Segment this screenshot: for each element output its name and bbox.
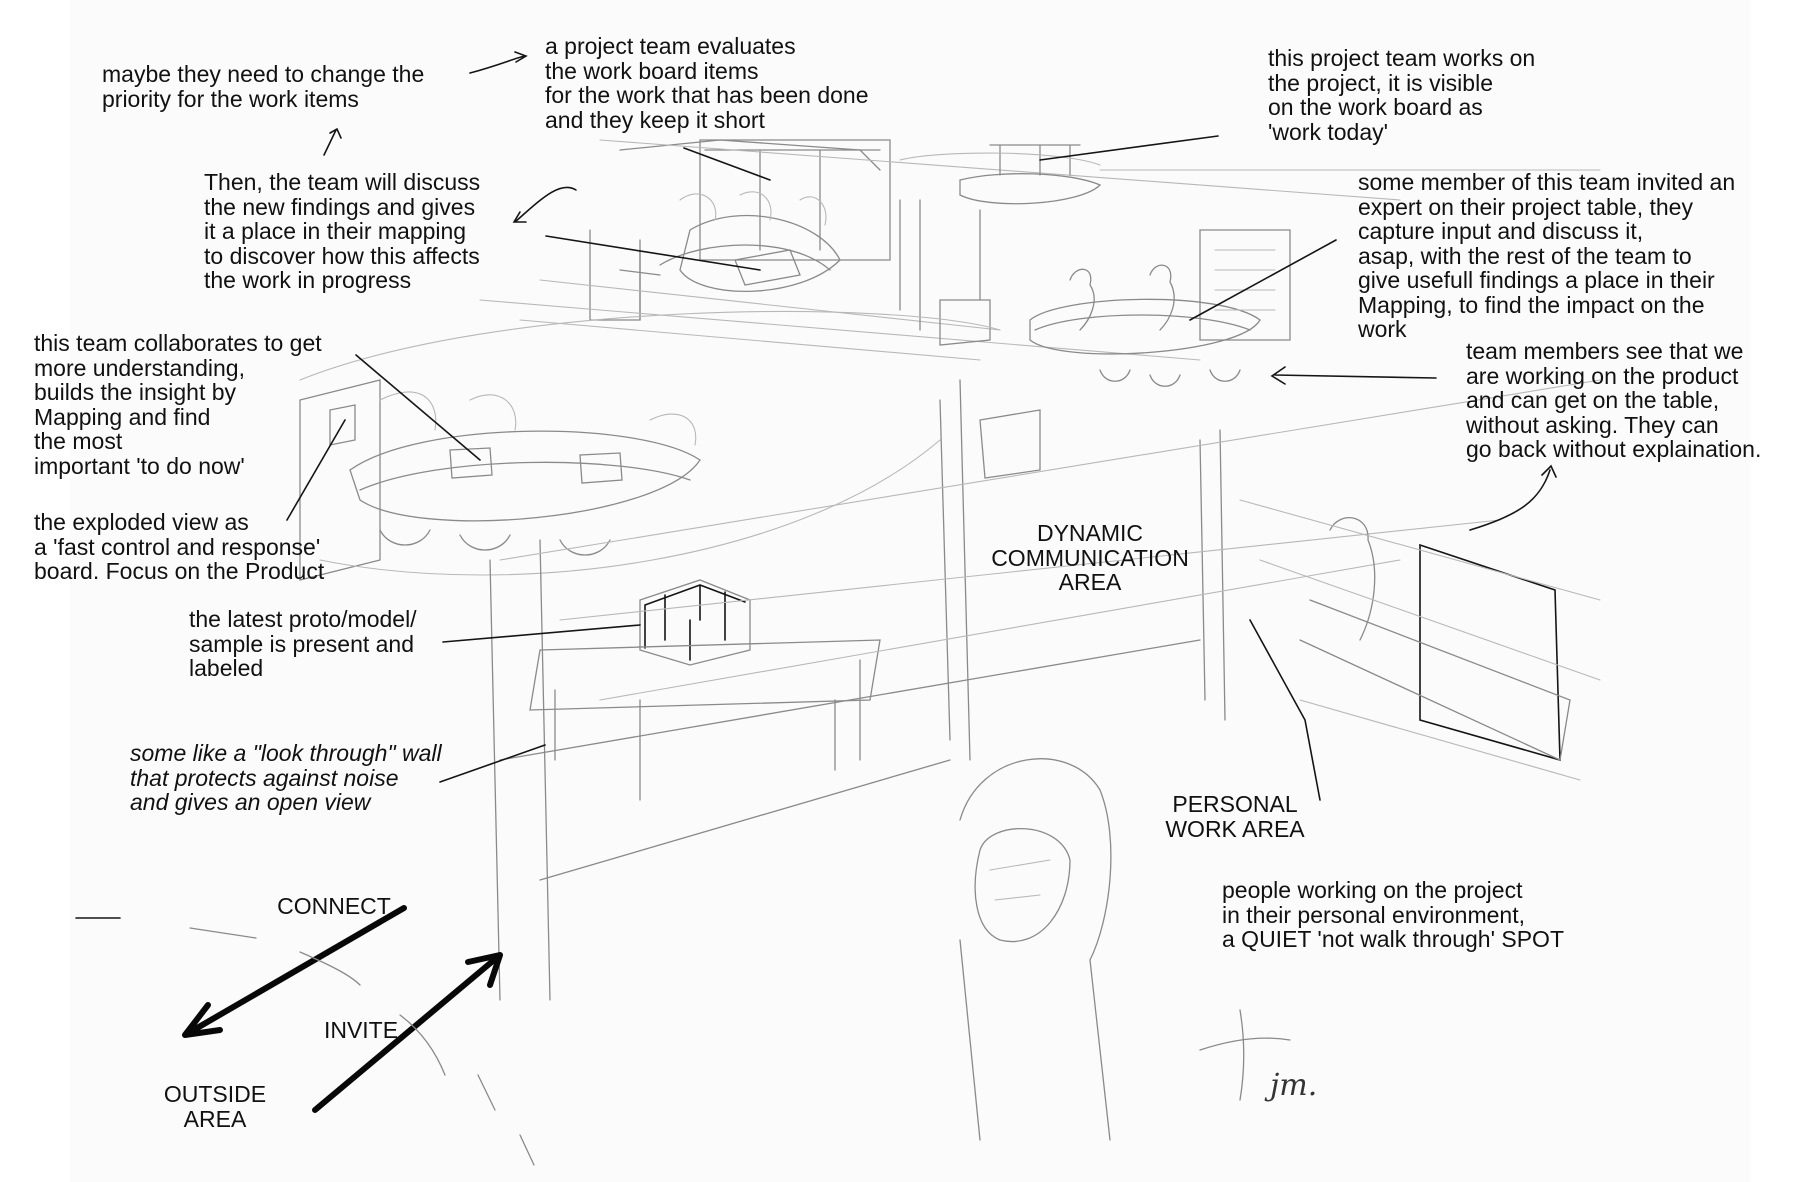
artist-signature: jm. xyxy=(1199,1009,1317,1103)
personal-work-area-drawing xyxy=(1239,499,1601,801)
note-team-discuss-findings: Then, the team will discuss the new find… xyxy=(204,169,481,293)
label-personal-work-area: PERSONAL WORK AREA xyxy=(1165,791,1305,842)
label-outside-area: OUTSIDE AREA xyxy=(163,1081,267,1132)
note-quiet-spot: people working on the project in their p… xyxy=(1222,877,1565,952)
work-today-table-drawing xyxy=(899,144,1601,346)
note-team-works-on-project: this project team works on the project, … xyxy=(1268,45,1536,145)
connect-invite-arrows xyxy=(75,905,535,1166)
note-change-priority: maybe they need to change the priority f… xyxy=(102,61,425,112)
note-expert-invited: some member of this team invited an expe… xyxy=(1358,169,1736,342)
walls-and-partitions-drawing xyxy=(489,379,1601,1001)
label-connect: CONNECT xyxy=(277,893,391,919)
signature-text: jm. xyxy=(1264,1068,1317,1103)
expert-table-drawing xyxy=(1029,229,1291,387)
note-latest-proto: the latest proto/model/ sample is presen… xyxy=(189,606,417,681)
sketch-paper xyxy=(70,0,1750,1182)
left-mapping-table-drawing xyxy=(299,311,1001,581)
note-team-collaborates: this team collaborates to get more under… xyxy=(34,330,322,479)
annotation-leader-lines xyxy=(286,51,1557,783)
note-evaluate-work-board: a project team evaluates the work board … xyxy=(545,33,869,133)
person-foreground-drawing xyxy=(959,758,1112,1141)
back-team-area-drawing xyxy=(479,139,1401,361)
note-see-working-on-product: team members see that we are working on … xyxy=(1466,338,1762,462)
label-dynamic-communication-area: DYNAMIC COMMUNICATION AREA xyxy=(991,520,1189,595)
note-look-through-wall: some like a "look through" wall that pro… xyxy=(130,740,442,815)
note-exploded-view: the exploded view as a 'fast control and… xyxy=(34,509,325,584)
label-invite: INVITE xyxy=(323,1017,399,1043)
prototype-model-drawing xyxy=(529,579,881,801)
